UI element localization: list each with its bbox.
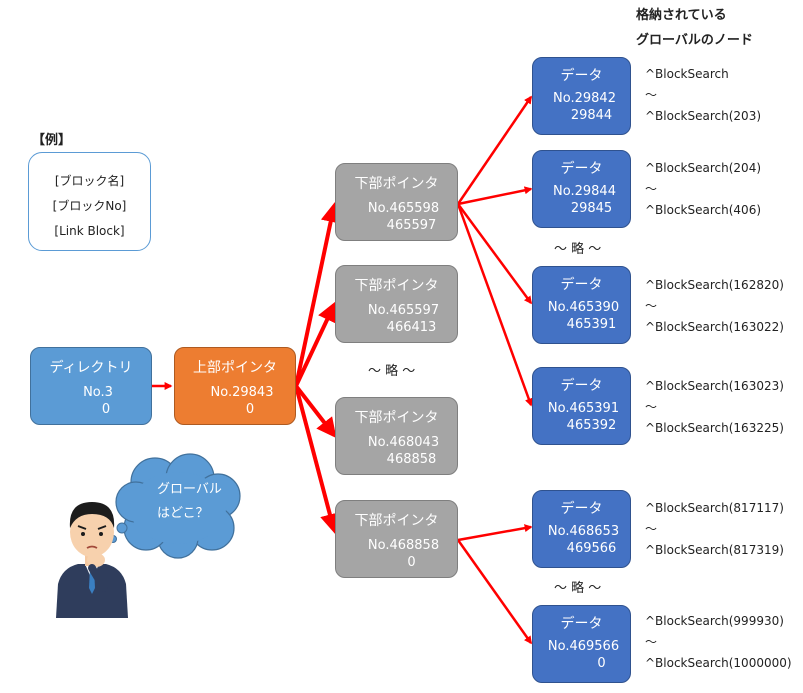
- node-link-block: 468858: [386, 452, 437, 467]
- node-block-no: No.465598: [367, 201, 440, 216]
- upper-pointer-node: 上部ポインタ No.29843 0: [174, 347, 296, 425]
- range-end: ^BlockSearch(1000000): [645, 656, 792, 670]
- node-block-no: No.465597: [367, 303, 440, 318]
- arrow-lower1-to-data-3: [456, 203, 533, 305]
- node-name: ディレクトリ: [49, 360, 133, 376]
- node-name: 上部ポインタ: [193, 360, 277, 376]
- range-separator: 〜: [645, 299, 658, 313]
- thought-line2: はどこ？: [157, 506, 209, 521]
- arrow-lower4-to-data-6: [456, 539, 533, 645]
- node-link-block: 29845: [570, 201, 613, 216]
- node-link-block: 0: [407, 555, 416, 570]
- range-start: ^BlockSearch(204): [645, 161, 762, 175]
- global-range-2: ^BlockSearch(204) 〜 ^BlockSearch(406): [645, 158, 761, 221]
- node-block-no: No.465391: [547, 401, 620, 416]
- node-block-no: No.29842: [553, 91, 616, 106]
- range-start: ^BlockSearch(163023): [645, 379, 784, 393]
- stored-globals-header-line1: 格納されている: [636, 8, 727, 23]
- range-end: ^BlockSearch(163225): [645, 421, 784, 435]
- node-link-block: 0: [245, 402, 255, 417]
- arrow-lower1-to-data-2: [457, 186, 533, 206]
- node-link-block: 29844: [570, 108, 613, 123]
- stored-globals-header-line2: グローバルのノード: [636, 33, 753, 48]
- legend-title: 【例】: [32, 133, 72, 148]
- global-range-4: ^BlockSearch(163023) 〜 ^BlockSearch(1632…: [645, 376, 784, 439]
- arrow-upper-to-lower-4: [294, 385, 340, 534]
- node-name: データ: [560, 378, 603, 394]
- node-block-no: No.468653: [547, 524, 620, 539]
- range-separator: 〜: [645, 635, 658, 649]
- legend-block-no: [ブロックNo]: [52, 199, 127, 213]
- node-block-no: No.29844: [553, 184, 616, 199]
- omitted-data-nodes-1: 〜 略 〜: [554, 242, 602, 257]
- global-range-1: ^BlockSearch 〜 ^BlockSearch(203): [645, 64, 761, 127]
- range-end: ^BlockSearch(203): [645, 109, 762, 123]
- data-node-4: データ No.465391 465392: [532, 367, 631, 445]
- node-name: データ: [560, 501, 603, 517]
- node-name: データ: [560, 616, 603, 632]
- legend-box: [ブロック名] [ブロックNo] [Link Block]: [28, 152, 151, 251]
- range-separator: 〜: [645, 88, 658, 102]
- node-link-block: 0: [101, 402, 111, 417]
- range-start: ^BlockSearch(817117): [645, 501, 784, 515]
- lower-pointer-node-2: 下部ポインタ No.465597 466413: [335, 265, 458, 343]
- thinking-person-illustration: [56, 502, 128, 618]
- lower-pointer-node-1: 下部ポインタ No.465598 465597: [335, 163, 458, 241]
- node-block-no: No.468858: [367, 538, 440, 553]
- directory-node: ディレクトリ No.3 0: [30, 347, 152, 425]
- node-name: 下部ポインタ: [354, 278, 439, 294]
- node-link-block: 469566: [566, 541, 617, 556]
- thought-line1: グローバル: [157, 482, 222, 497]
- range-separator: 〜: [645, 522, 658, 536]
- node-name: データ: [560, 277, 603, 293]
- global-range-3: ^BlockSearch(162820) 〜 ^BlockSearch(1630…: [645, 275, 784, 338]
- arrow-lower1-to-data-1: [456, 95, 533, 205]
- data-node-5: データ No.468653 469566: [532, 490, 631, 568]
- range-separator: 〜: [645, 182, 658, 196]
- node-name: データ: [560, 161, 603, 177]
- node-block-no: No.469566: [547, 639, 620, 654]
- node-name: 下部ポインタ: [354, 410, 439, 426]
- node-link-block: 0: [597, 656, 606, 671]
- range-start: ^BlockSearch(999930): [645, 614, 784, 628]
- range-end: ^BlockSearch(163022): [645, 320, 784, 334]
- node-block-no: No.468043: [367, 435, 440, 450]
- node-link-block: 465391: [566, 317, 617, 332]
- thought-text: グローバル はどこ？: [157, 478, 222, 526]
- range-start: ^BlockSearch: [645, 67, 729, 81]
- data-node-2: データ No.29844 29845: [532, 150, 631, 228]
- node-link-block: 465597: [386, 218, 437, 233]
- node-block-no: No.29843: [210, 385, 274, 400]
- global-range-5: ^BlockSearch(817117) 〜 ^BlockSearch(8173…: [645, 498, 784, 561]
- node-link-block: 466413: [386, 320, 437, 335]
- omitted-lower-pointers: 〜 略 〜: [368, 364, 416, 379]
- node-name: 下部ポインタ: [354, 176, 439, 192]
- node-block-no: No.465390: [547, 300, 620, 315]
- range-end: ^BlockSearch(406): [645, 203, 762, 217]
- legend-block-name: [ブロック名]: [54, 174, 125, 188]
- node-name: 下部ポインタ: [354, 513, 439, 529]
- omitted-data-nodes-2: 〜 略 〜: [554, 581, 602, 596]
- range-end: ^BlockSearch(817319): [645, 543, 784, 557]
- data-node-6: データ No.469566 0: [532, 605, 631, 683]
- legend-link-block: [Link Block]: [54, 224, 125, 238]
- data-node-1: データ No.29842 29844: [532, 57, 631, 135]
- node-name: データ: [560, 68, 603, 84]
- range-start: ^BlockSearch(162820): [645, 278, 784, 292]
- arrow-lower4-to-data-5: [457, 524, 533, 542]
- thought-cloud: [109, 453, 241, 559]
- node-link-block: 465392: [566, 418, 617, 433]
- range-separator: 〜: [645, 400, 658, 414]
- data-node-3: データ No.465390 465391: [532, 266, 631, 344]
- arrow-upper-to-lower-3: [294, 384, 337, 439]
- arrow-upper-to-lower-1: [294, 202, 341, 387]
- arrow-lower1-to-data-4: [456, 203, 533, 407]
- node-block-no: No.3: [83, 385, 113, 400]
- stored-globals-header: 格納されている グローバルのノード: [636, 3, 753, 53]
- lower-pointer-node-4: 下部ポインタ No.468858 0: [335, 500, 458, 578]
- global-range-6: ^BlockSearch(999930) 〜 ^BlockSearch(1000…: [645, 611, 792, 674]
- arrow-upper-to-lower-2: [294, 301, 337, 387]
- lower-pointer-node-3: 下部ポインタ No.468043 468858: [335, 397, 458, 475]
